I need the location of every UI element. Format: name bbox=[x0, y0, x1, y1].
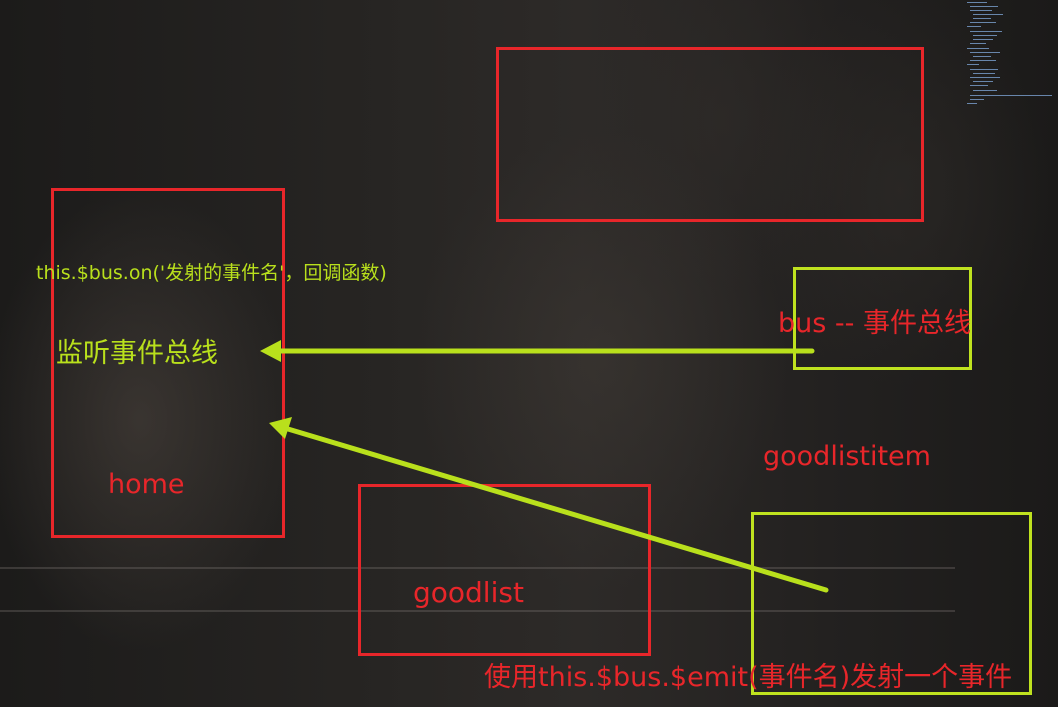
background-divider-line bbox=[0, 567, 955, 569]
code-thumbnail bbox=[964, 0, 1054, 112]
goodlistitem-box bbox=[751, 512, 1032, 695]
listen-arrow bbox=[260, 340, 815, 362]
top-box bbox=[496, 47, 924, 222]
home-box bbox=[51, 188, 285, 538]
bus-label: bus -- 事件总线 bbox=[778, 308, 971, 339]
background-divider-line bbox=[0, 610, 955, 612]
goodlist-label: goodlist bbox=[413, 576, 524, 609]
bus-box bbox=[793, 267, 972, 370]
emit-event-text: 使用this.$bus.$emit(事件名)发射一个事件 bbox=[484, 662, 1013, 693]
listen-event-bus-text: 监听事件总线 bbox=[56, 338, 218, 369]
goodlist-box bbox=[358, 484, 651, 656]
home-label: home bbox=[108, 469, 185, 500]
goodlistitem-label: goodlistitem bbox=[763, 441, 931, 472]
emit-arrow bbox=[269, 417, 829, 593]
bus-on-code-text: this.$bus.on('发射的事件名'，回调函数) bbox=[36, 262, 387, 284]
